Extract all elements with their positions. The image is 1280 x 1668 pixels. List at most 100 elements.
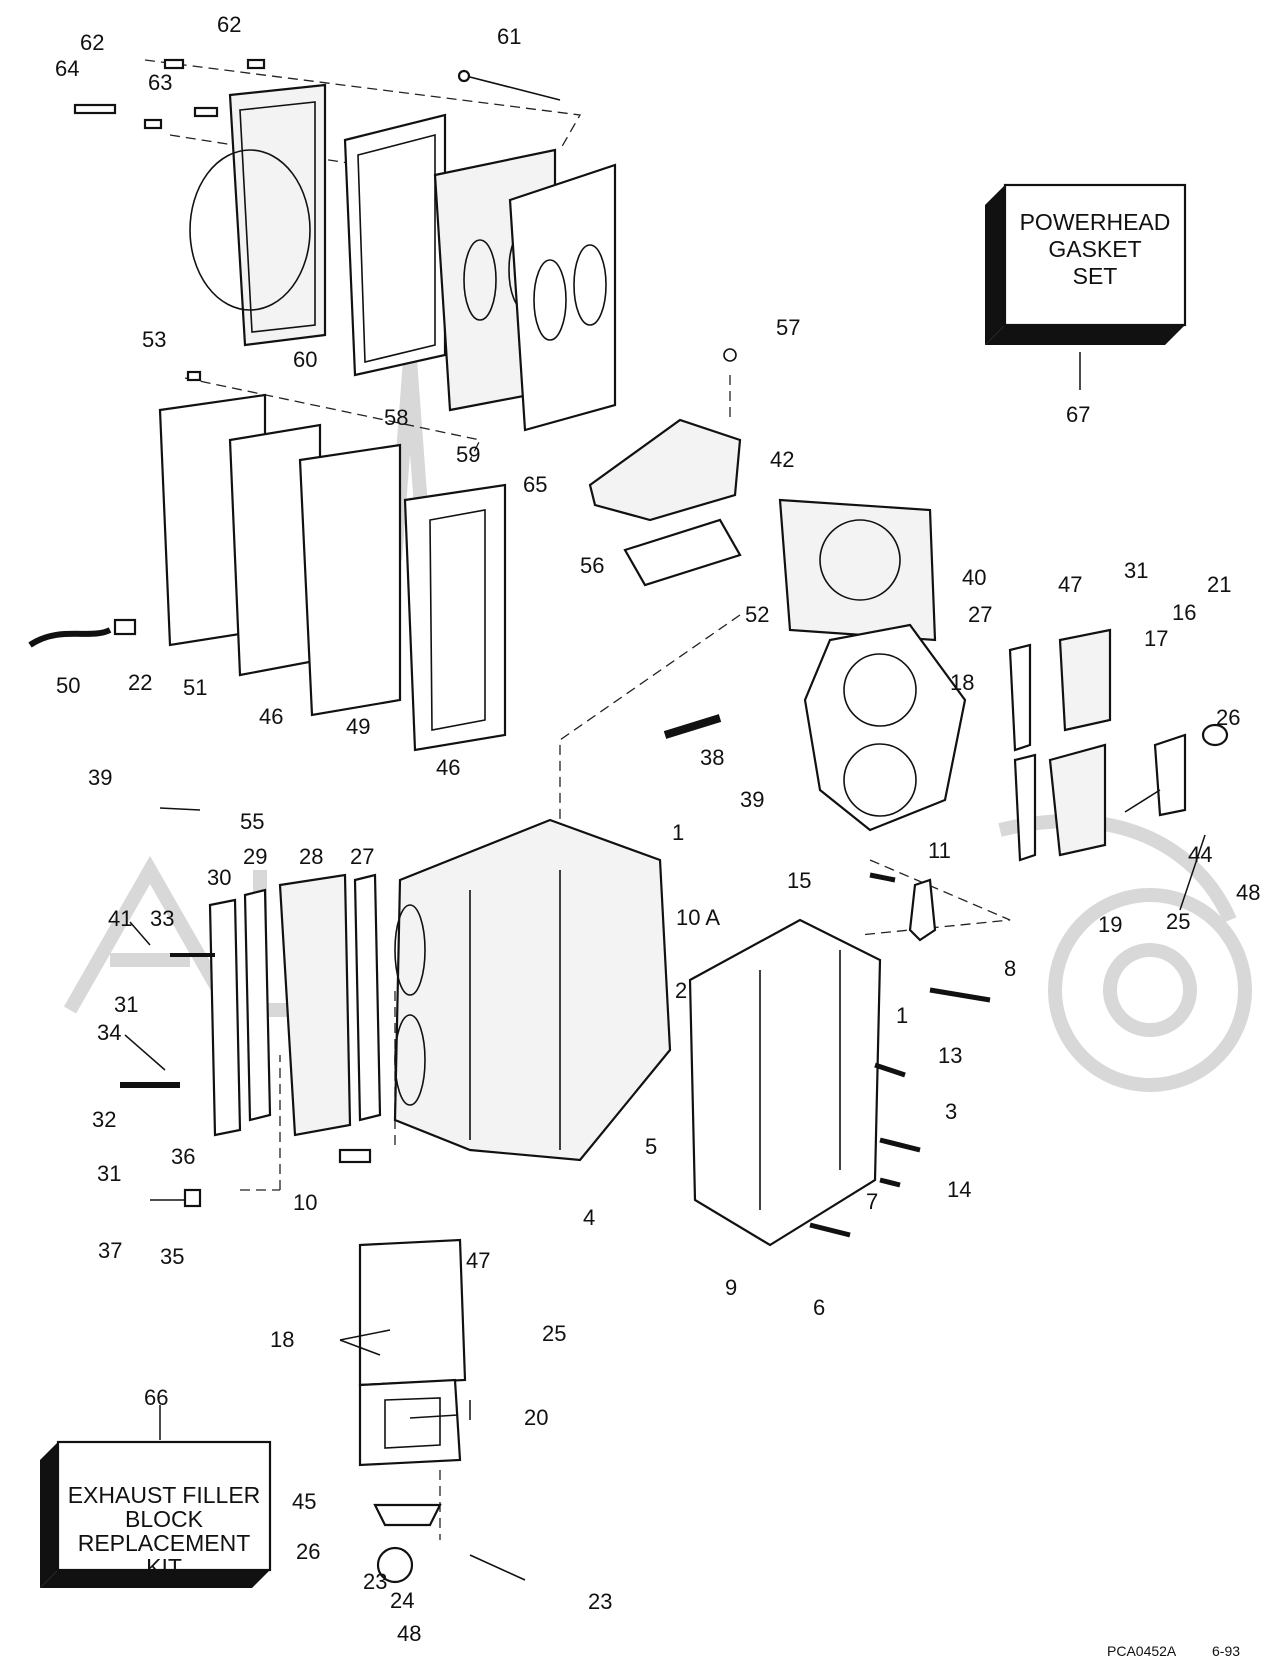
callout-19: 19	[1098, 912, 1122, 937]
callout-8: 8	[1004, 956, 1016, 981]
callout-15: 15	[787, 868, 811, 893]
callout-62a: 62	[217, 12, 241, 37]
callout-9: 9	[725, 1275, 737, 1300]
callout-6: 6	[813, 1295, 825, 1320]
callout-59: 59	[456, 442, 480, 467]
callout-23a: 23	[363, 1569, 387, 1594]
callout-3: 3	[945, 1099, 957, 1124]
part-65-gasket	[508, 163, 617, 432]
callout-57: 57	[776, 315, 800, 340]
callout-64: 64	[55, 56, 79, 81]
callout-49: 49	[346, 714, 370, 739]
gasket-set-line1: POWERHEAD	[1020, 209, 1171, 235]
callout-39a: 39	[740, 787, 764, 812]
leader-lines	[124, 352, 1206, 1440]
callout-2: 2	[675, 978, 687, 1003]
reed-block-right	[1008, 628, 1229, 862]
part-61-bolt	[457, 69, 561, 101]
callout-24: 24	[390, 1588, 414, 1613]
part-28-head	[278, 873, 352, 1137]
part-60-cover	[189, 83, 327, 347]
callout-26a: 26	[1216, 705, 1240, 730]
callout-38: 38	[700, 745, 724, 770]
callout-47a: 47	[1058, 572, 1082, 597]
callout-31c: 31	[97, 1161, 121, 1186]
callout-55: 55	[240, 809, 264, 834]
callout-46b: 46	[436, 755, 460, 780]
callout-52: 52	[745, 602, 769, 627]
callout-25a: 25	[1166, 909, 1190, 934]
filler-kit-line3: REPLACEMENT	[78, 1530, 251, 1556]
callout-23b: 23	[588, 1589, 612, 1614]
callout-58: 58	[384, 405, 408, 430]
callout-50: 50	[56, 673, 80, 698]
part-27-head-gasket	[803, 623, 967, 832]
callout-31b: 31	[114, 992, 138, 1017]
callout-42: 42	[770, 447, 794, 472]
callout-20: 20	[524, 1405, 548, 1430]
callout-56: 56	[580, 553, 604, 578]
callout-48a: 48	[1236, 880, 1260, 905]
callout-30: 30	[207, 865, 231, 890]
callout-61: 61	[497, 24, 521, 49]
powerhead-gasket-set-box: POWERHEAD GASKET SET	[985, 183, 1187, 345]
callout-1a: 1	[672, 820, 684, 845]
callout-18b: 18	[270, 1327, 294, 1352]
callout-63: 63	[148, 70, 172, 95]
callout-10: 10	[293, 1190, 317, 1215]
gasket-set-line3: SET	[1073, 263, 1118, 289]
callout-66: 66	[144, 1385, 168, 1410]
figure-date: 6-93	[1212, 1643, 1240, 1659]
callout-40: 40	[962, 565, 986, 590]
callout-37: 37	[98, 1238, 122, 1263]
callout-16: 16	[1172, 600, 1196, 625]
part-56-cover	[588, 348, 742, 587]
callout-27b: 27	[350, 844, 374, 869]
callout-36: 36	[171, 1144, 195, 1169]
part-29-30-gaskets	[208, 888, 272, 1137]
callout-17: 17	[1144, 626, 1168, 651]
callout-51: 51	[183, 675, 207, 700]
right-side-bolts	[809, 872, 991, 1238]
callout-10a: 10 A	[676, 905, 720, 930]
callout-47b: 47	[466, 1248, 490, 1273]
callout-44: 44	[1188, 842, 1212, 867]
callout-1b: 1	[896, 1003, 908, 1028]
callout-13: 13	[938, 1043, 962, 1068]
part-1-crankcase-cover	[688, 918, 882, 1247]
filler-kit-line1: EXHAUST FILLER	[68, 1482, 261, 1508]
callout-67: 67	[1066, 402, 1090, 427]
small-screws-top	[73, 58, 266, 382]
callout-41: 41	[108, 906, 132, 931]
callout-7: 7	[866, 1189, 878, 1214]
callout-labels: 61 62 62 63 64 60 58 59 65 53 57 42 56 4…	[55, 12, 1260, 1646]
figure-code: PCA0452A	[1107, 1643, 1177, 1659]
callout-31a: 31	[1124, 558, 1148, 583]
lower-reed-assembly	[358, 1238, 526, 1584]
callout-28: 28	[299, 844, 323, 869]
callout-48b: 48	[397, 1621, 421, 1646]
callout-35: 35	[160, 1244, 184, 1269]
callout-62b: 62	[80, 30, 104, 55]
callout-14: 14	[947, 1177, 971, 1202]
callout-60: 60	[293, 347, 317, 372]
part-58-gasket	[343, 113, 447, 377]
callout-39b: 39	[88, 765, 112, 790]
callout-33: 33	[150, 906, 174, 931]
callout-5: 5	[645, 1134, 657, 1159]
part-50-hose	[28, 618, 137, 648]
part-11-bracket	[908, 878, 937, 942]
callout-65: 65	[523, 472, 547, 497]
callout-53: 53	[142, 327, 166, 352]
part-40-cylinder-head	[778, 498, 937, 642]
part-38-hose	[663, 714, 722, 739]
gasket-set-line2: GASKET	[1048, 236, 1141, 262]
callout-32: 32	[92, 1107, 116, 1132]
left-sensors	[120, 953, 372, 1208]
callout-25b: 25	[542, 1321, 566, 1346]
callout-27a: 27	[968, 602, 992, 627]
callout-26b: 26	[296, 1539, 320, 1564]
callout-34: 34	[97, 1020, 121, 1045]
callout-21: 21	[1207, 572, 1231, 597]
filler-kit-line2: BLOCK	[125, 1506, 204, 1532]
